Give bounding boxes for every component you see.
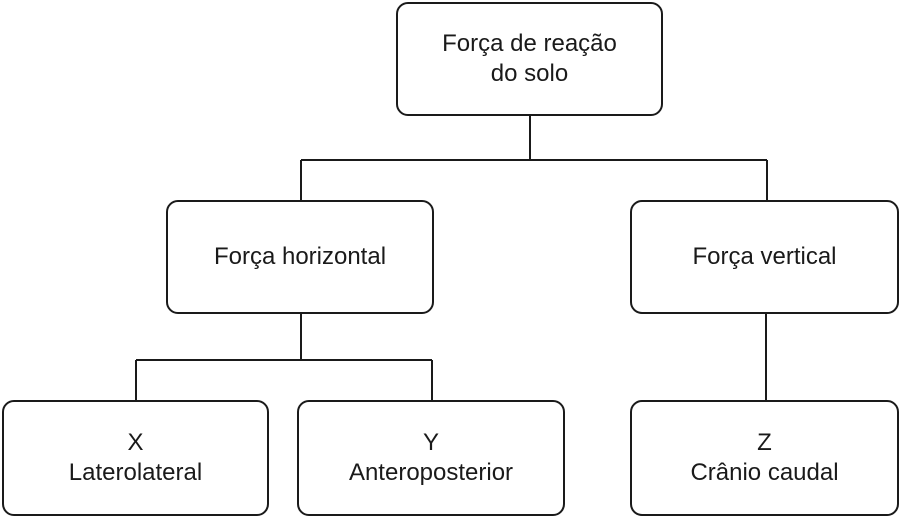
vertical-force-node: Força vertical [630,200,899,314]
horizontal-force-node: Força horizontal [166,200,434,314]
y-axis-node: Y Anteroposterior [297,400,565,516]
x-axis-label: Laterolateral [68,459,203,486]
vertical-force-label: Força vertical [692,243,837,270]
root-node-label-line2: do solo [490,60,569,87]
root-node-ground-reaction-force: Força de reação do solo [396,2,663,116]
y-axis-letter: Y [422,429,439,456]
connector-horizontal-to-xy [135,314,433,400]
horizontal-force-label: Força horizontal [213,243,387,270]
z-axis-label: Crânio caudal [690,459,839,486]
x-axis-node: X Laterolateral [2,400,269,516]
root-node-label-line1: Força de reação [442,30,617,57]
x-axis-letter: X [127,429,144,456]
z-axis-node: Z Crânio caudal [630,400,899,516]
y-axis-label: Anteroposterior [348,459,514,486]
z-axis-letter: Z [757,429,772,456]
connector-root-to-level2 [300,116,768,200]
